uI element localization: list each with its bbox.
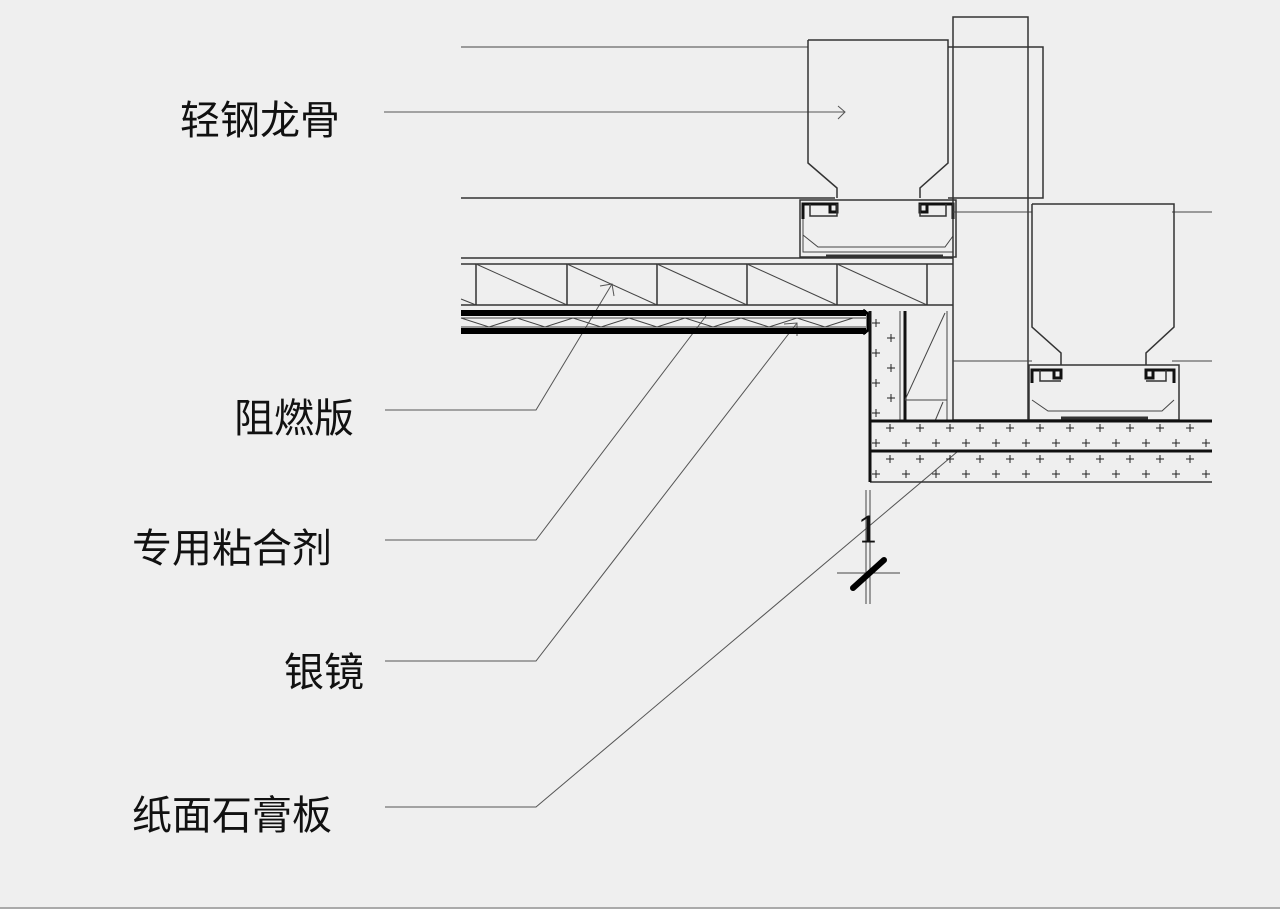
- light-steel-keel-upper: [799, 39, 957, 258]
- light-steel-keel-lower: [1028, 203, 1180, 421]
- board-cell-diagonal: [475, 263, 568, 306]
- label-special-adhesive: 专用粘合剂: [132, 526, 332, 572]
- leader-paper-gypsum-board: [385, 451, 958, 808]
- label-fire-retardant-board: 阻燃版: [234, 396, 354, 442]
- paper-gypsum-board: [868, 419, 1212, 483]
- section-number: 1: [857, 511, 880, 552]
- leader-special-adhesive: [385, 315, 707, 541]
- bottom-border: [0, 907, 1280, 909]
- label-silver-mirror: 银镜: [284, 650, 364, 696]
- board-cell-diagonal: [656, 263, 748, 306]
- leader-silver-mirror: [385, 322, 798, 662]
- board-cell-diagonal: [836, 263, 928, 306]
- label-paper-gypsum-board: 纸面石膏板: [132, 793, 332, 839]
- vertical-stud: [948, 16, 1212, 421]
- silver-mirror-layer: [460, 308, 870, 336]
- label-light-steel-keel: 轻钢龙骨: [180, 98, 340, 144]
- corner-gypsum-board: [868, 311, 948, 422]
- board-cell-diagonal: [746, 263, 838, 306]
- leader-light-steel-keel: [384, 105, 846, 120]
- board-cell-diagonal: [566, 263, 658, 306]
- leader-fire-retardant-board: [385, 283, 615, 411]
- fire-retardant-board: [460, 257, 953, 306]
- keel-reference-lines: [461, 46, 835, 199]
- section-marker: 1: [837, 490, 900, 604]
